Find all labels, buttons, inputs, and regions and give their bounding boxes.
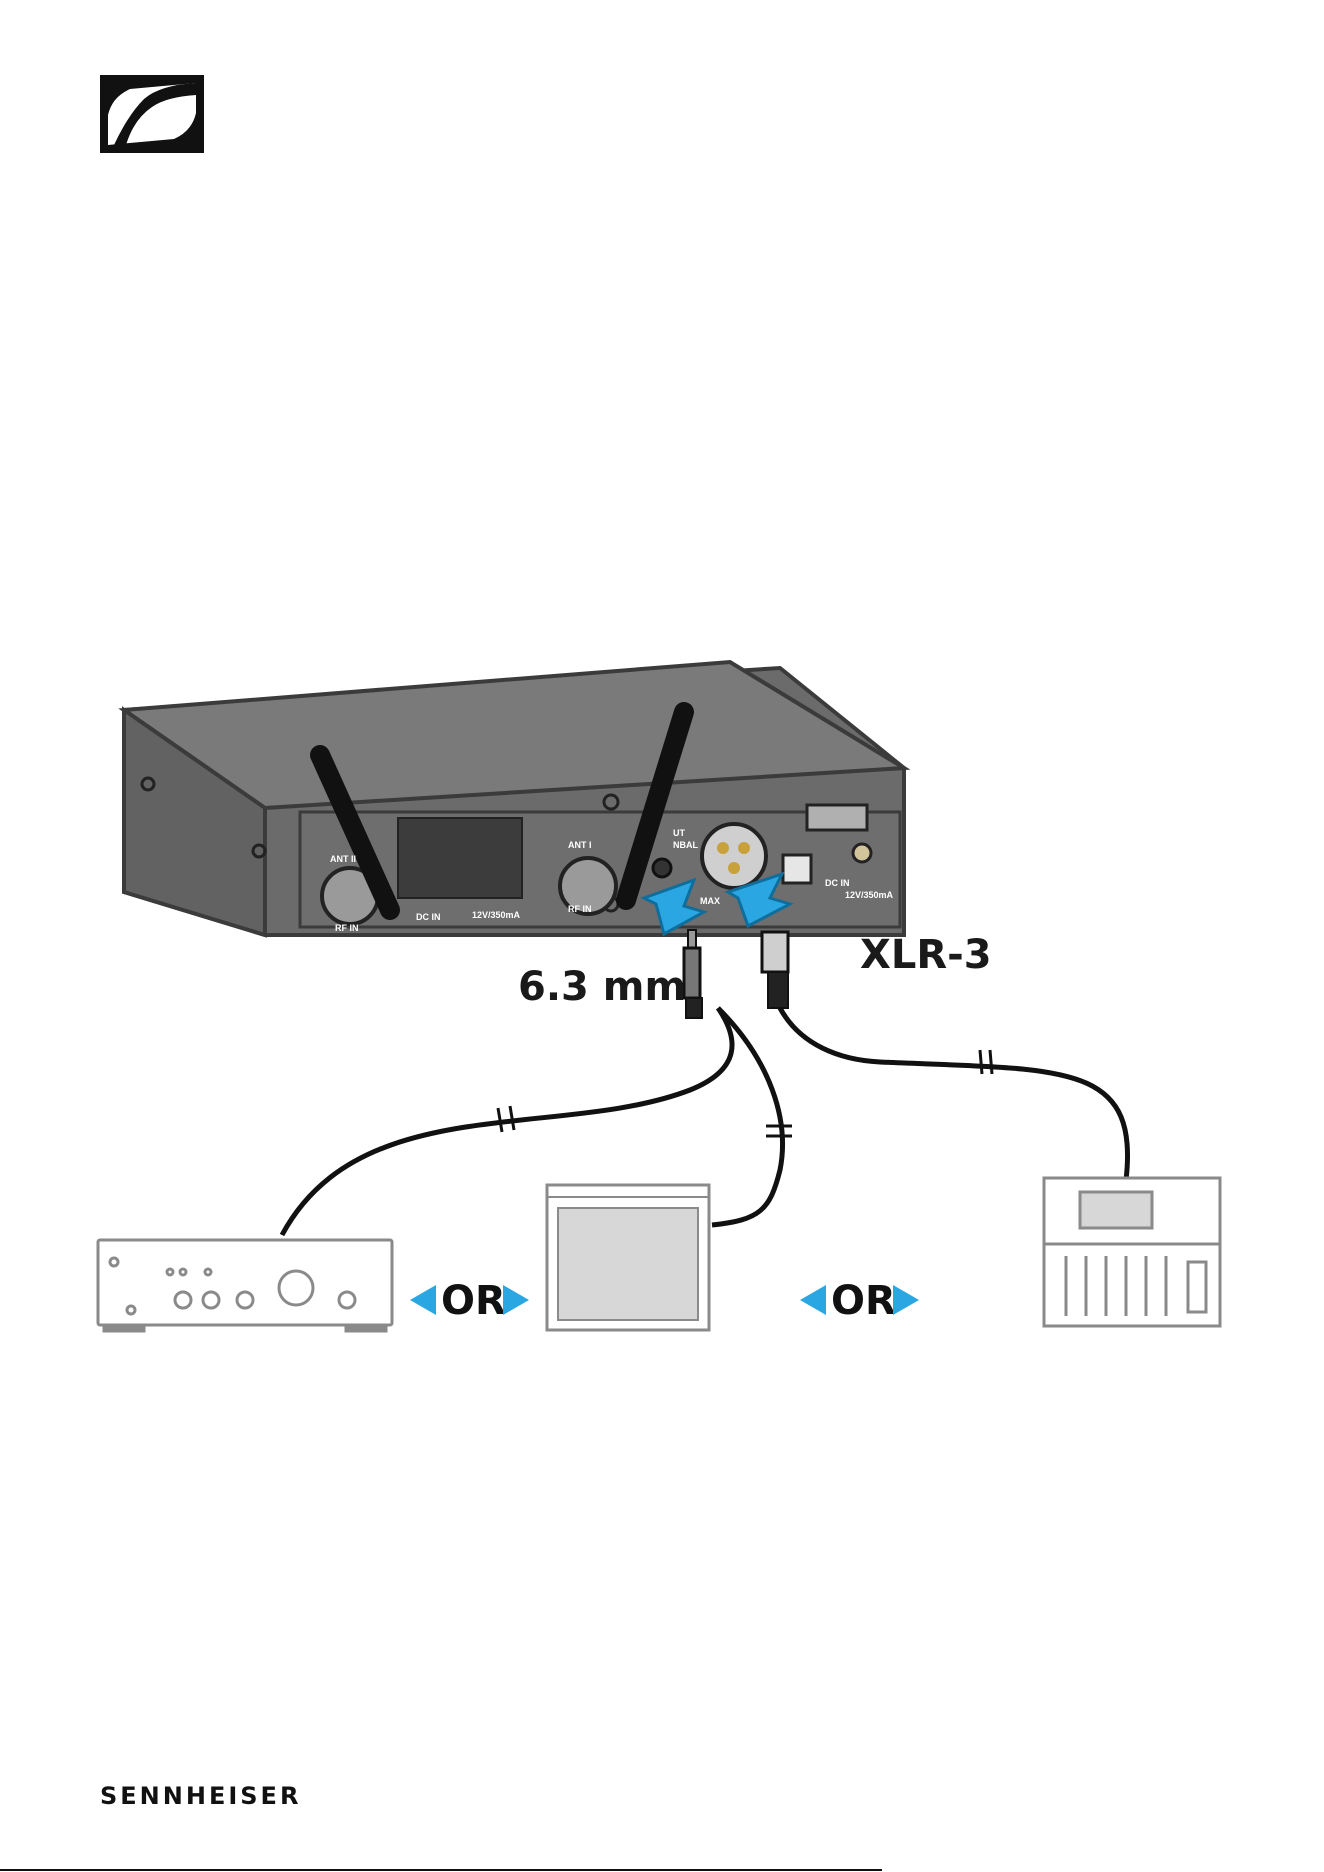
right-triangle-icon bbox=[893, 1285, 919, 1315]
label-dc-in-right: DC IN bbox=[825, 878, 850, 888]
left-triangle-icon bbox=[800, 1285, 826, 1315]
or-label-1: OR bbox=[441, 1278, 506, 1324]
right-triangle-icon bbox=[503, 1285, 529, 1315]
or-connector-1: OR bbox=[410, 1278, 529, 1324]
left-triangle-icon bbox=[410, 1285, 436, 1315]
label-rf-in-left: RF IN bbox=[335, 923, 359, 933]
label-ant2: ANT II bbox=[330, 854, 356, 864]
xlr-plug bbox=[762, 932, 788, 1008]
label-rating-right: 12V/350mA bbox=[845, 890, 894, 900]
label-out-partial: UT bbox=[673, 828, 685, 838]
guitar-amplifier bbox=[547, 1185, 709, 1330]
mixing-desk bbox=[1044, 1178, 1220, 1326]
label-rf-in-right: RF IN bbox=[568, 904, 592, 914]
label-unbal-partial: NBAL bbox=[673, 840, 698, 850]
or-label-2: OR bbox=[831, 1278, 896, 1324]
label-ant1: ANT I bbox=[568, 840, 592, 850]
or-connector-2: OR bbox=[800, 1278, 919, 1324]
jack-plug bbox=[684, 930, 702, 1018]
label-max-partial: MAX bbox=[700, 896, 720, 906]
footer-rule bbox=[0, 1869, 882, 1871]
jack-size-label: 6.3 mm bbox=[518, 964, 686, 1010]
xlr-label: XLR-3 bbox=[860, 932, 992, 978]
hifi-amplifier bbox=[98, 1240, 392, 1331]
label-dc-in-center: DC IN bbox=[416, 912, 441, 922]
brand-wordmark: SENNHEISER bbox=[100, 1782, 301, 1810]
label-rating-center: 12V/350mA bbox=[472, 910, 521, 920]
receiver-device: ANT II ANT I RF IN RF IN DC IN 12V/350mA… bbox=[124, 662, 904, 935]
